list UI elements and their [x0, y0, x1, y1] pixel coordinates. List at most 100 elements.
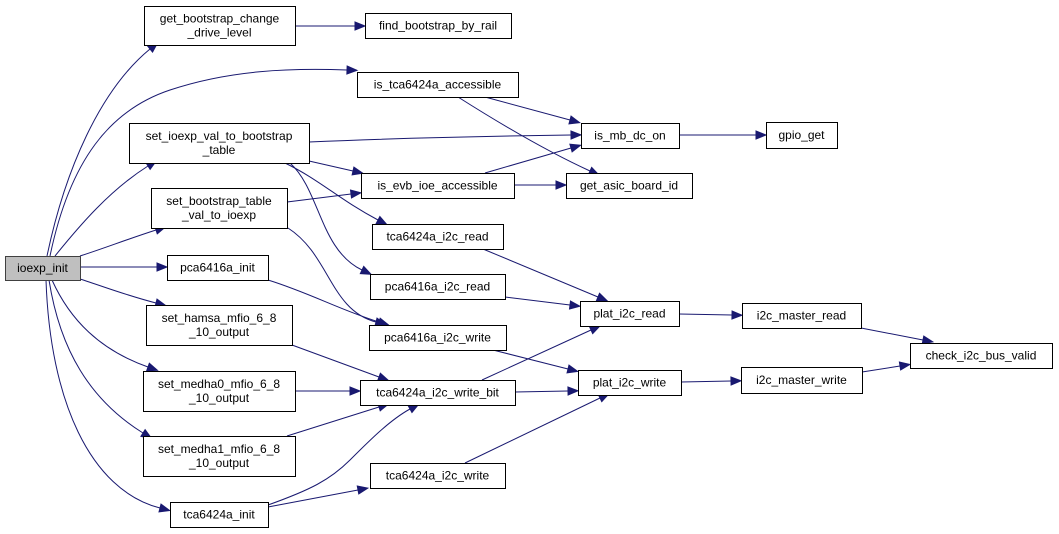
edge-line: [482, 248, 599, 298]
node-box[interactable]: [143, 436, 296, 477]
node-ioexp-init[interactable]: ioexp_init: [5, 256, 81, 281]
node-box[interactable]: [370, 463, 506, 489]
node-set-ioexp-val-to-bootstrap-table[interactable]: set_ioexp_val_to_bootstrap_table: [129, 123, 310, 164]
node-label: tca6424a_init: [183, 508, 255, 522]
node-box[interactable]: [357, 72, 519, 98]
arrowhead-icon: [569, 143, 582, 153]
node-box[interactable]: [566, 173, 693, 199]
node-find-bootstrap-by-rail[interactable]: find_bootstrap_by_rail: [365, 13, 512, 39]
node-gpio-get[interactable]: gpio_get: [766, 122, 838, 149]
node-check-i2c-bus-valid[interactable]: check_i2c_bus_valid: [910, 343, 1053, 369]
node-plat-i2c-read[interactable]: plat_i2c_read: [580, 301, 680, 327]
edge-ioexp-init-to-pca6416a-init: [80, 262, 169, 272]
node-box[interactable]: [580, 301, 680, 327]
node-box[interactable]: [372, 224, 504, 250]
edge-line: [45, 279, 161, 509]
node-set-bootstrap-table-val-to-ioexp[interactable]: set_bootstrap_table_val_to_ioexp: [151, 188, 288, 229]
node-box[interactable]: [170, 502, 269, 528]
edge-line: [51, 279, 149, 368]
node-label: get_bootstrap_change: [160, 12, 280, 26]
node-box[interactable]: [5, 256, 81, 281]
edge-line: [464, 397, 601, 464]
node-is-tca6424a-accessible[interactable]: is_tca6424a_accessible: [357, 72, 519, 98]
node-pca6416a-i2c-write[interactable]: pca6416a_i2c_write: [369, 325, 507, 351]
edge-line: [308, 160, 354, 172]
arrowhead-icon: [349, 386, 362, 396]
edge-line: [289, 162, 363, 271]
node-set-hamsa-mfio-6-8-10-output[interactable]: set_hamsa_mfio_6_8_10_output: [146, 305, 293, 346]
arrowhead-icon: [566, 364, 579, 374]
arrowhead-icon: [359, 265, 373, 275]
node-tca6424a-i2c-write-bit[interactable]: tca6424a_i2c_write_bit: [360, 380, 516, 406]
edge-line: [484, 147, 572, 174]
node-tca6424a-i2c-read[interactable]: tca6424a_i2c_read: [372, 224, 504, 250]
node-is-evb-ioe-accessible[interactable]: is_evb_ioe_accessible: [361, 173, 515, 199]
arrowhead-icon: [595, 292, 609, 302]
node-label: set_medha0_mfio_6_8: [158, 377, 280, 391]
arrowhead-icon: [570, 130, 583, 140]
node-i2c-master-write[interactable]: i2c_master_write: [741, 367, 863, 394]
arrowhead-icon: [731, 310, 744, 320]
edge-line: [48, 279, 144, 434]
edge-line: [287, 227, 377, 323]
node-box[interactable]: [370, 274, 506, 300]
node-plat-i2c-write[interactable]: plat_i2c_write: [578, 370, 682, 396]
node-label: set_ioexp_val_to_bootstrap: [146, 129, 293, 143]
edge-ioexp-init-to-set-bootstrap-table-val-to-ioexp: [79, 225, 167, 257]
node-tca6424a-i2c-write[interactable]: tca6424a_i2c_write: [370, 463, 506, 489]
edge-line: [54, 165, 149, 257]
node-box[interactable]: [369, 325, 507, 351]
node-box[interactable]: [766, 122, 838, 149]
edge-line: [267, 489, 359, 508]
node-box[interactable]: [742, 303, 862, 329]
node-label: is_mb_dc_on: [594, 129, 665, 143]
node-box[interactable]: [144, 6, 296, 46]
edge-line: [861, 365, 901, 373]
arrowhead-icon: [755, 130, 768, 140]
arrowhead-icon: [156, 262, 169, 272]
node-get-asic-board-id[interactable]: get_asic_board_id: [566, 173, 693, 199]
node-pca6416a-i2c-read[interactable]: pca6416a_i2c_read: [370, 274, 506, 300]
node-box[interactable]: [581, 123, 680, 149]
edge-is-mb-dc-on-to-gpio-get: [679, 130, 768, 140]
node-label: find_bootstrap_by_rail: [379, 19, 497, 33]
node-box[interactable]: [151, 188, 288, 229]
node-label: set_hamsa_mfio_6_8: [162, 311, 277, 325]
node-box[interactable]: [910, 343, 1053, 369]
node-box[interactable]: [146, 305, 293, 346]
node-box[interactable]: [167, 255, 269, 281]
node-label: get_asic_board_id: [580, 179, 678, 193]
node-label: pca6416a_i2c_read: [385, 280, 490, 294]
node-box[interactable]: [360, 380, 516, 406]
node-label: gpio_get: [778, 128, 825, 142]
node-pca6416a-init[interactable]: pca6416a_init: [167, 255, 269, 281]
edge-is-evb-ioe-accessible-to-is-mb-dc-on: [484, 143, 582, 174]
edge-is-evb-ioe-accessible-to-get-asic-board-id: [514, 180, 568, 190]
arrowhead-icon: [588, 325, 602, 335]
node-set-medha1-mfio-6-8-10-output[interactable]: set_medha1_mfio_6_8_10_output: [143, 436, 296, 477]
edge-line: [308, 134, 572, 143]
edge-plat-i2c-write-to-i2c-master-write: [680, 376, 743, 386]
node-label: _10_output: [188, 325, 250, 339]
edge-line: [457, 96, 591, 172]
node-label: plat_i2c_read: [593, 307, 665, 321]
node-label: pca6416a_init: [180, 261, 255, 275]
node-label: plat_i2c_write: [593, 376, 667, 390]
node-box[interactable]: [129, 123, 310, 164]
node-i2c-master-read[interactable]: i2c_master_read: [742, 303, 862, 329]
node-get-bootstrap-change-drive-level[interactable]: get_bootstrap_change_drive_level: [144, 6, 296, 46]
arrowhead-icon: [351, 166, 365, 176]
edge-line: [291, 344, 380, 378]
node-box[interactable]: [741, 367, 863, 394]
edge-line: [49, 68, 348, 257]
node-box[interactable]: [578, 370, 682, 396]
arrowhead-icon: [376, 372, 390, 382]
node-is-mb-dc-on[interactable]: is_mb_dc_on: [581, 123, 680, 149]
node-tca6424a-init[interactable]: tca6424a_init: [170, 502, 269, 528]
arrowhead-icon: [568, 115, 581, 125]
node-label: set_bootstrap_table: [166, 194, 272, 208]
node-box[interactable]: [143, 371, 296, 412]
node-box[interactable]: [361, 173, 515, 199]
node-box[interactable]: [365, 13, 512, 39]
node-set-medha0-mfio-6-8-10-output[interactable]: set_medha0_mfio_6_8_10_output: [143, 371, 296, 412]
